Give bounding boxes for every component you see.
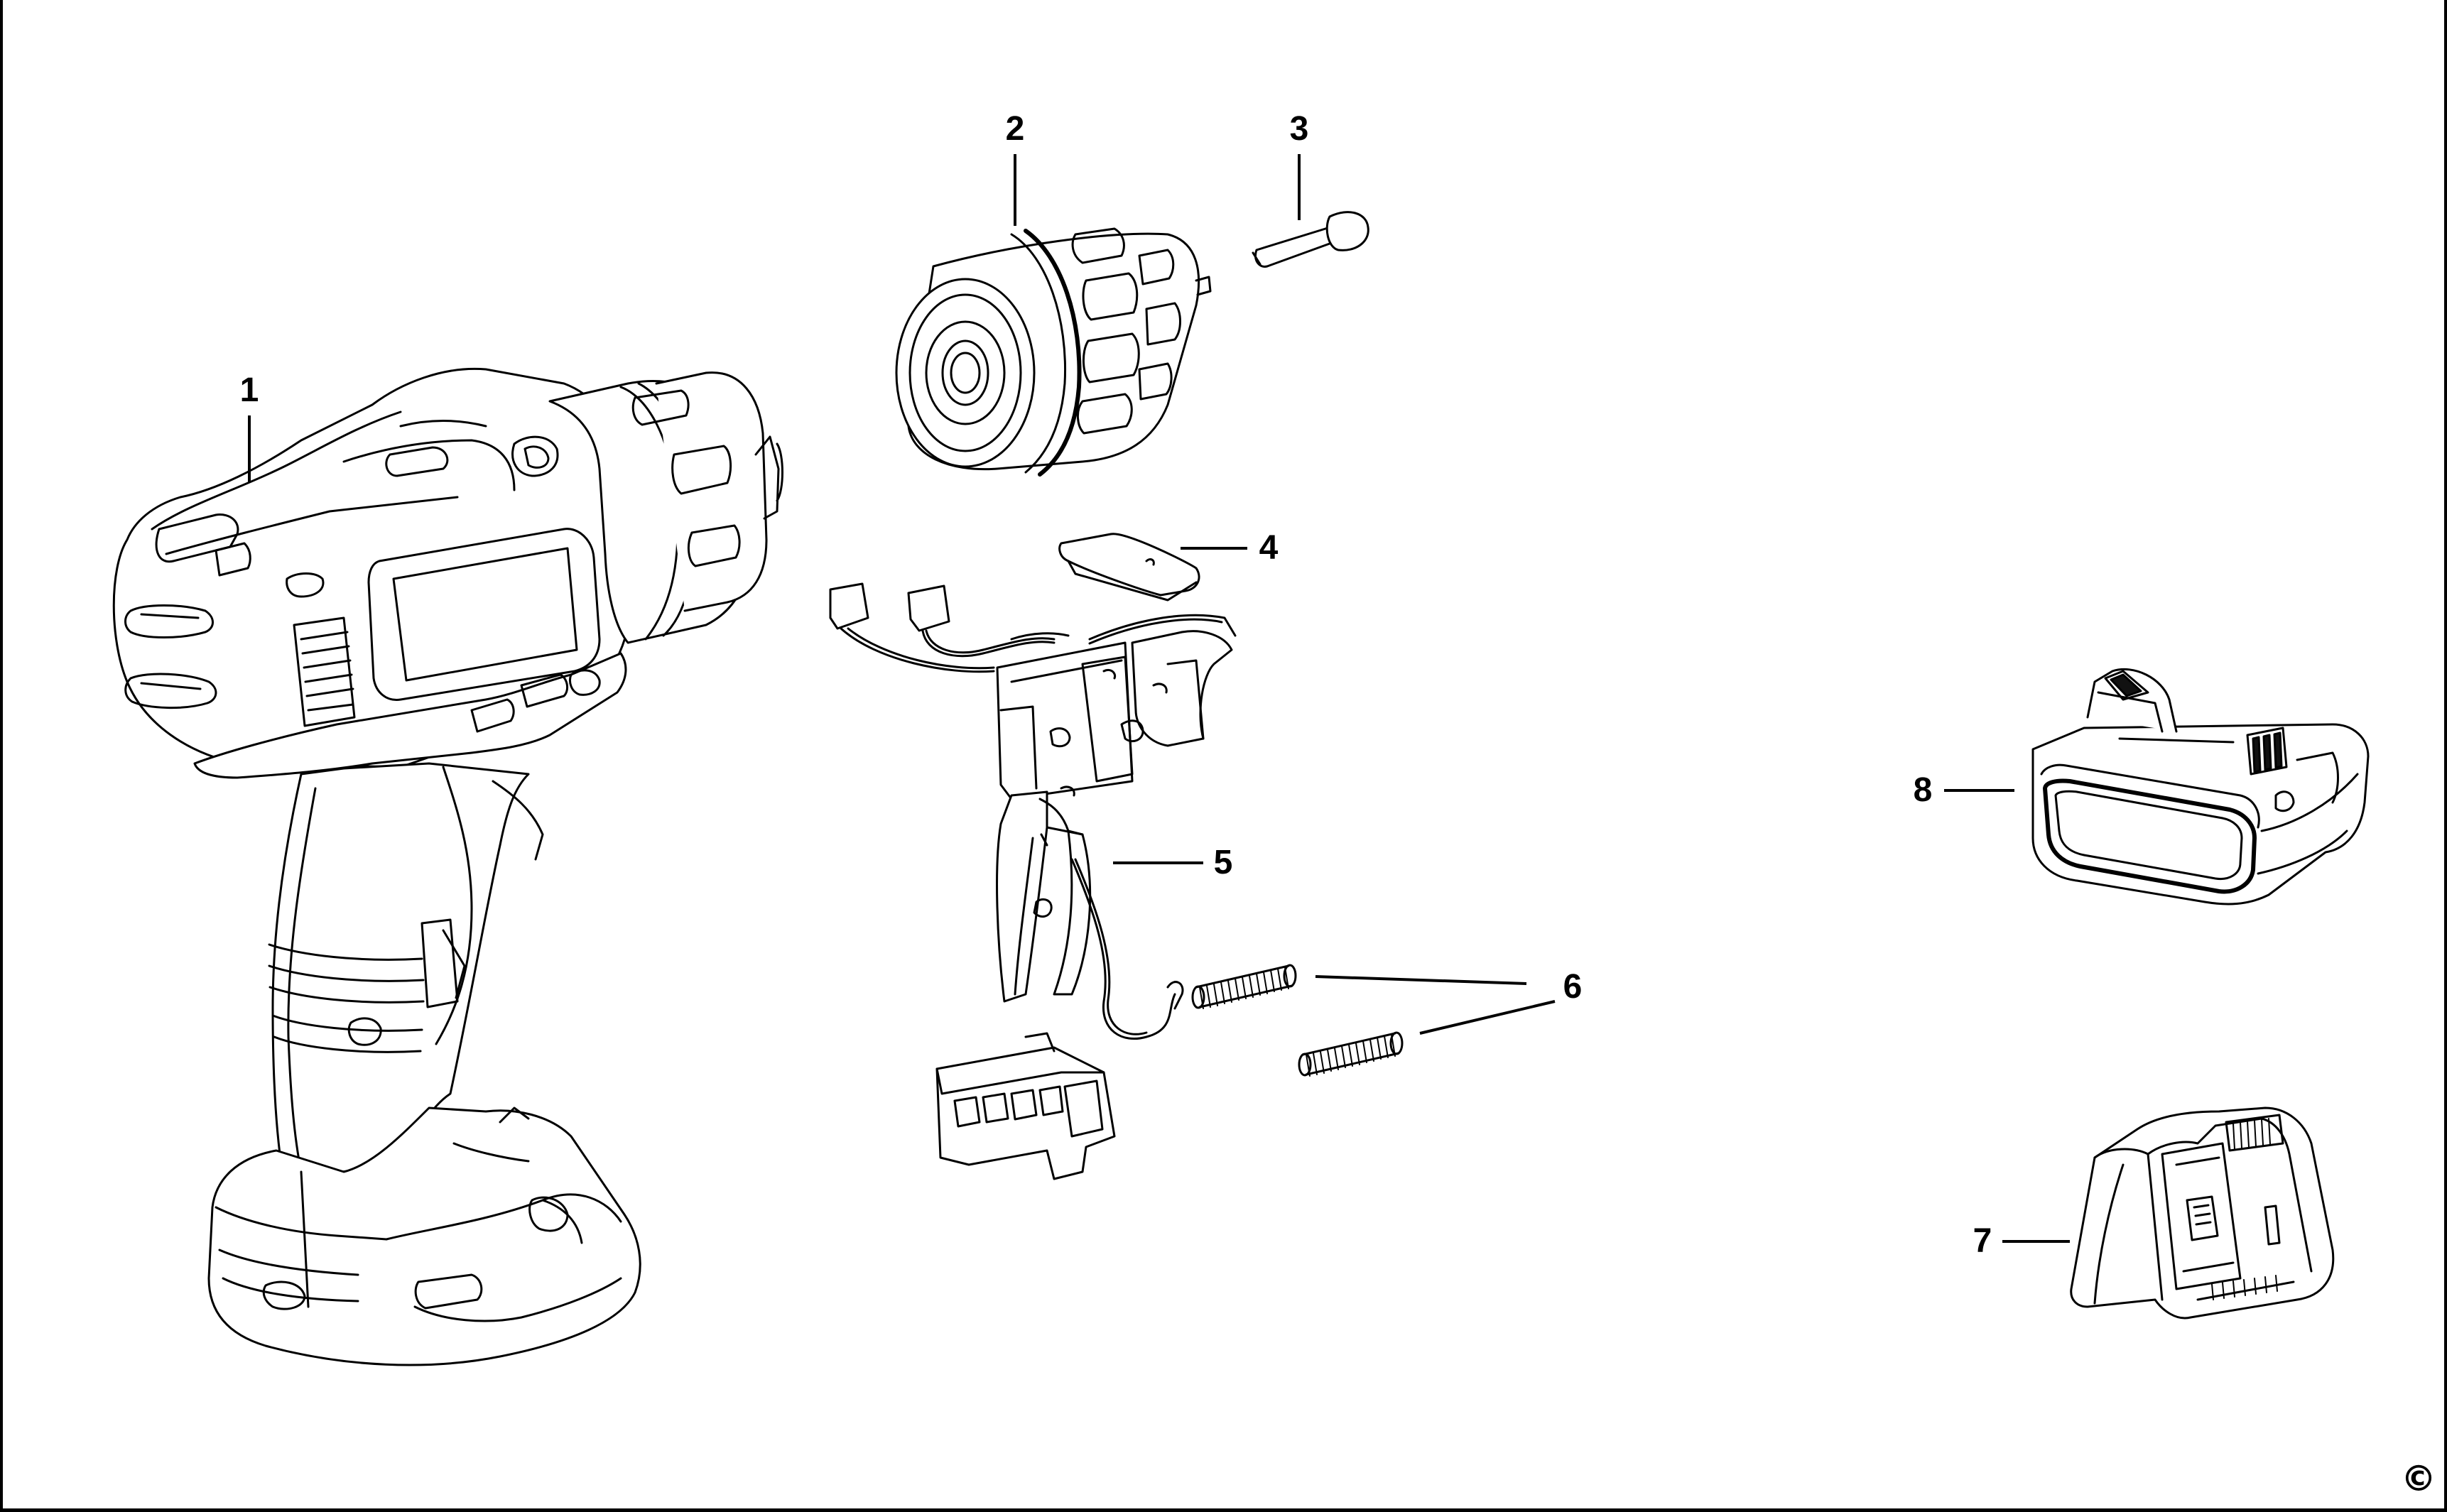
leader-6b xyxy=(1419,1000,1556,1035)
screw-part xyxy=(1252,211,1369,268)
callout-6: 6 xyxy=(1563,968,1583,1006)
charger-part xyxy=(2070,1106,2335,1320)
switch-assembly-part xyxy=(829,582,1237,1180)
callout-4: 4 xyxy=(1259,529,1279,567)
drill-body-part xyxy=(112,367,783,1366)
spring-upper xyxy=(1191,964,1297,1009)
switch-actuator-part xyxy=(1058,533,1200,602)
leader-lines xyxy=(248,154,2070,1243)
spring-lower xyxy=(1298,1031,1404,1077)
springs-part xyxy=(1191,964,1404,1077)
callout-8: 8 xyxy=(1913,771,1933,809)
chuck-part xyxy=(895,227,1212,477)
callout-3: 3 xyxy=(1289,110,1309,148)
callout-5: 5 xyxy=(1213,844,1233,881)
copyright-symbol: © xyxy=(2401,1458,2436,1499)
exploded-parts-drawing xyxy=(112,154,2370,1366)
leader-6a xyxy=(1315,975,1527,985)
battery-pack-part xyxy=(2031,668,2370,905)
callout-2: 2 xyxy=(1005,110,1025,148)
callout-7: 7 xyxy=(1973,1222,1992,1260)
callout-1: 1 xyxy=(239,371,259,409)
